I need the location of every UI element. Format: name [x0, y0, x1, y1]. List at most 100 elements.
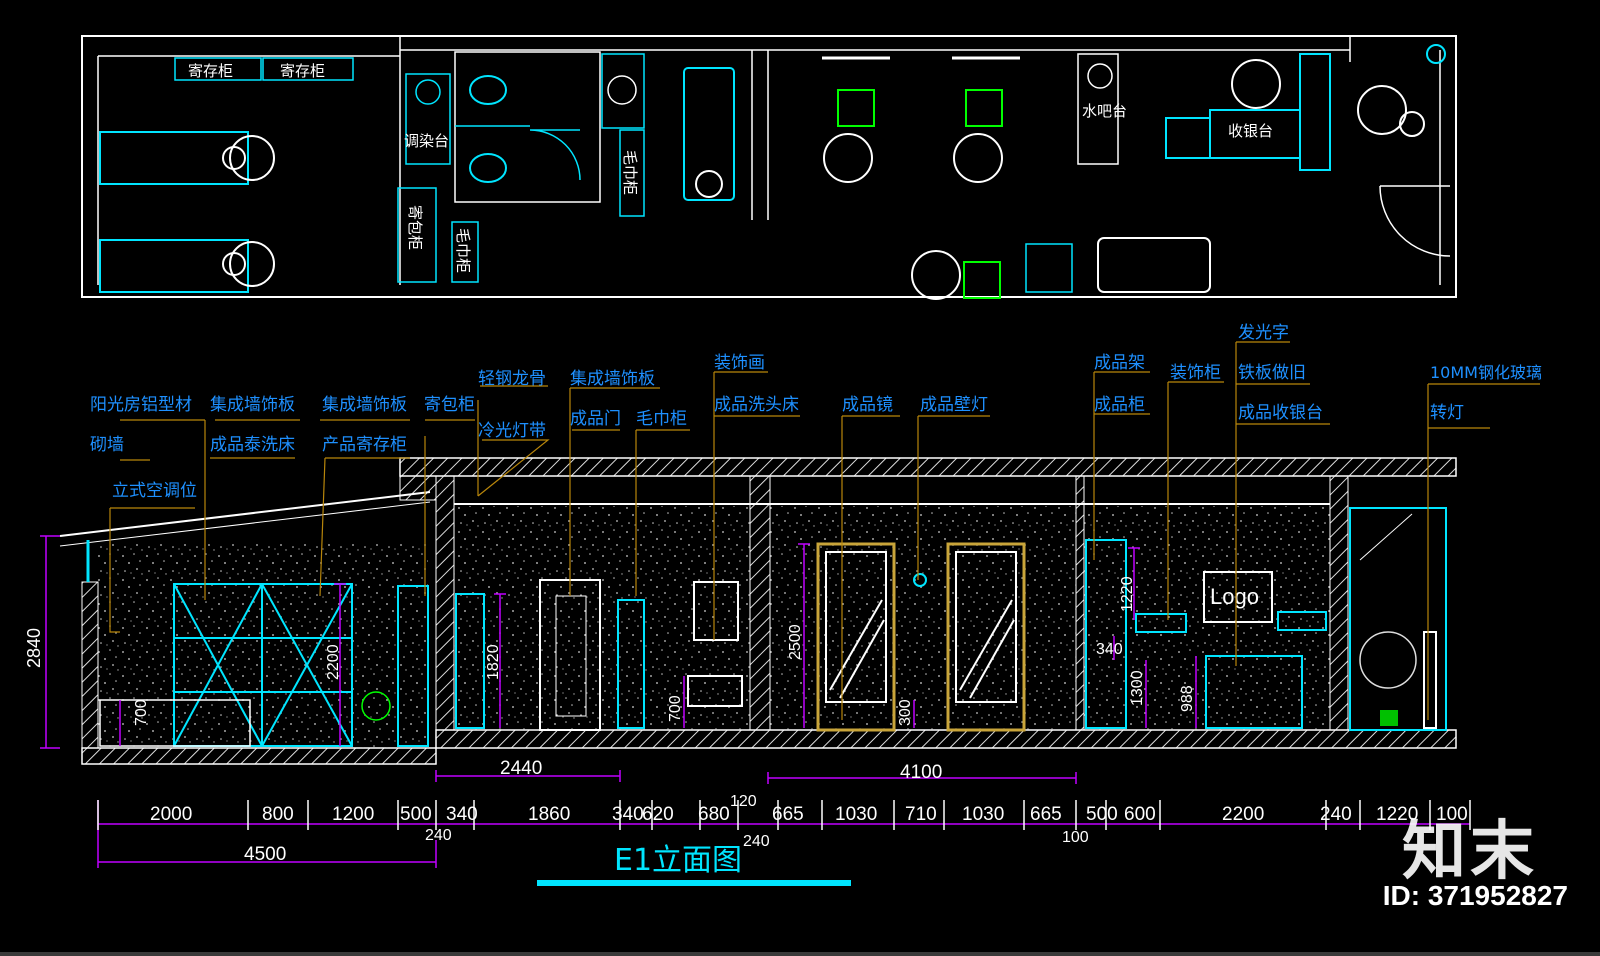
towel-cabinet-2 — [619, 129, 645, 217]
label-light-steel-keel: 轻钢龙骨 — [478, 369, 546, 389]
bag-locker — [397, 585, 429, 747]
chain-dim-label: 500 — [400, 804, 432, 825]
wall-column — [435, 475, 455, 731]
elevation-annotations: 阳光房铝型材 砌墙 立式空调位 集成墙饰板 成品泰洗床 集成墙饰板 产品寄存柜 … — [90, 323, 1542, 501]
plant-icon — [361, 691, 391, 721]
bag-cabinet-label: 寄包柜 — [406, 205, 424, 250]
chain-dim-label: 340 — [446, 804, 478, 825]
label-thai-wash-bed: 成品泰洗床 — [210, 435, 295, 455]
plan-outline — [81, 35, 1457, 298]
glass-door — [1349, 507, 1447, 731]
label-brick-wall: 砌墙 — [90, 435, 124, 455]
toilet-room — [454, 51, 601, 203]
chain-dim-label: 1030 — [962, 804, 1004, 825]
chain-dim-label: 1220 — [1376, 804, 1418, 825]
horizontal-dimensions — [97, 770, 1470, 868]
locker-1 — [174, 57, 262, 81]
product-rack — [173, 583, 353, 747]
deco-cabinet — [1135, 613, 1187, 633]
elevation-view: Logo — [59, 457, 1457, 765]
cashier-back — [1299, 53, 1331, 171]
label-split-ac: 立式空调位 — [112, 481, 197, 501]
locker-2 — [262, 57, 354, 81]
dim-340: 340 — [1096, 641, 1123, 658]
drawing-title: E1立面图 — [614, 843, 742, 878]
bag-cabinet — [397, 187, 437, 283]
dim-988: 988 — [1179, 685, 1196, 712]
dim-4500: 4500 — [244, 844, 286, 865]
plant-icon — [1359, 631, 1417, 689]
sunroom-roof — [59, 491, 431, 537]
dim-2500: 2500 — [787, 624, 804, 660]
dim-100b: 100 — [1062, 829, 1089, 846]
chain-dim-label: 710 — [905, 804, 937, 825]
thai-wash-bed — [99, 699, 251, 747]
floor-slab — [81, 747, 437, 765]
chain-dim-label: 340 — [612, 804, 644, 825]
bottom-border — [0, 952, 1600, 956]
person-figure — [1231, 59, 1281, 109]
vertical-dim-texts: 2840 2200 700 1820 700 2500 300 1220 340… — [24, 576, 1196, 726]
styling-chair-1 — [837, 89, 875, 127]
vertical-dimensions — [40, 535, 1197, 749]
dim-700: 700 — [667, 695, 684, 722]
label-deco-cabinet: 装饰柜 — [1170, 363, 1221, 383]
cashier-counter-elev — [1205, 655, 1303, 729]
label-wall-panel-3: 集成墙饰板 — [570, 369, 655, 389]
wall-finish — [454, 506, 750, 730]
dim-4100: 4100 — [900, 762, 942, 783]
dim-300: 300 — [897, 699, 914, 726]
wall-column — [1075, 475, 1085, 731]
chain-ticks — [97, 800, 1471, 830]
floor-plan: 寄存柜 寄存柜 调染台 寄包柜 毛巾柜 毛巾柜 — [81, 35, 1457, 300]
chain-dim-label: 2000 — [150, 804, 192, 825]
mirror-unit-2 — [946, 542, 1026, 732]
styling-chair-2 — [965, 89, 1003, 127]
label-glow-letters: 发光字 — [1238, 323, 1289, 343]
mirror-unit-1 — [816, 542, 896, 732]
shampoo-bed-elev — [687, 675, 743, 707]
plant-icon — [1357, 85, 1407, 135]
label-mirror: 成品镜 — [842, 395, 893, 415]
label-wall-lamp: 成品壁灯 — [920, 395, 988, 415]
dye-station-label: 调染台 — [404, 132, 449, 150]
water-bar — [1077, 53, 1119, 165]
sink-icon — [607, 75, 637, 105]
wash-basin — [222, 146, 246, 170]
sofa — [1097, 237, 1211, 293]
dim-240b: 240 — [743, 833, 770, 850]
locker-column — [455, 593, 485, 729]
chain-dim-label: 800 — [262, 804, 294, 825]
sunroom-roof — [59, 501, 431, 547]
brand-watermark: 知末 — [1402, 815, 1538, 889]
locker-2-label: 寄存柜 — [280, 62, 325, 80]
dye-station — [405, 73, 451, 165]
label-wall-panel-1: 集成墙饰板 — [210, 395, 295, 415]
target-icon — [1426, 44, 1446, 64]
dim-120: 120 — [730, 793, 757, 810]
chain-dim-label: 600 — [1124, 804, 1156, 825]
door-swing-icon — [1379, 185, 1451, 257]
label-product-cabinet: 产品寄存柜 — [322, 435, 407, 455]
label-finished-door: 成品门 — [570, 409, 621, 429]
dim-1220: 1220 — [1119, 576, 1136, 612]
plant-pot — [1380, 710, 1398, 726]
chain-dim-label: 665 — [1030, 804, 1062, 825]
wall-column — [1329, 475, 1349, 731]
dim-2440: 2440 — [500, 758, 542, 779]
person-figure — [229, 135, 275, 181]
floor-slab — [435, 729, 1457, 749]
label-sunroom-profile: 阳光房铝型材 — [90, 395, 192, 415]
wash-basin — [222, 252, 246, 276]
chain-dim-label: 500 — [1086, 804, 1118, 825]
chain-dim-label: 240 — [1320, 804, 1352, 825]
chain-dim-label: 100 — [1436, 804, 1468, 825]
label-deco-painting: 装饰画 — [714, 353, 765, 373]
towel-cabinet-1-label: 毛巾柜 — [454, 228, 472, 273]
deco-painting — [693, 581, 739, 641]
towel-cabinet-2-label: 毛巾柜 — [621, 150, 639, 195]
wall-column — [81, 581, 99, 749]
label-cove-light: 冷光灯带 — [478, 421, 546, 441]
